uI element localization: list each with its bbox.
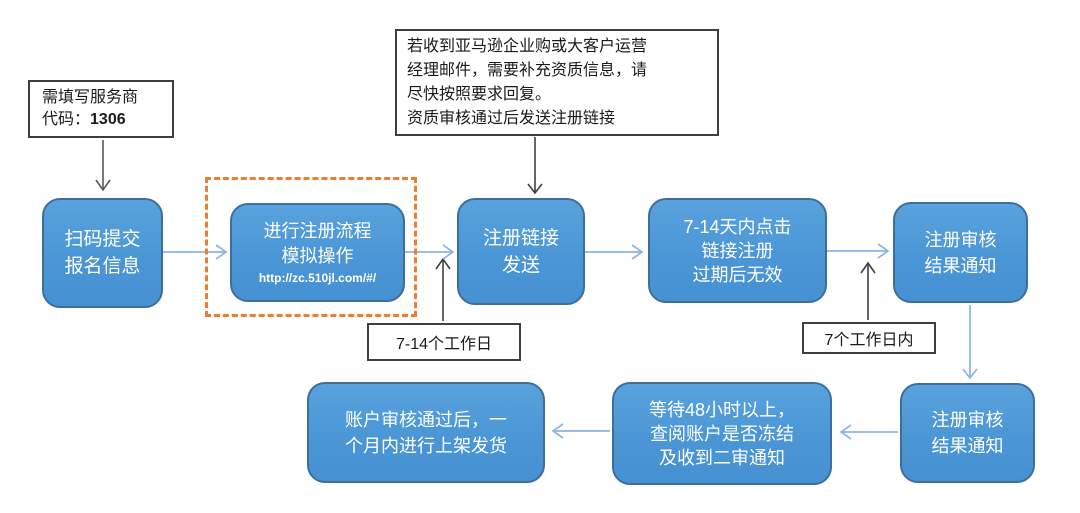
provider-code-note-line1: 需填写服务商 bbox=[42, 89, 139, 106]
flow-step-simulate-process: 进行注册流程 模拟操作 http://zc.510jl.com/#/ bbox=[230, 203, 405, 302]
connector-linksent-to-clicklink-icon bbox=[585, 244, 644, 260]
step-line: 扫码提交 bbox=[64, 229, 141, 250]
connector-review2-to-wait48-icon bbox=[839, 424, 898, 440]
connector-wait48-to-launch-icon bbox=[551, 423, 610, 439]
flow-step-link-sent: 注册链接 发送 bbox=[457, 198, 585, 305]
duration-label-text: 7个工作日内 bbox=[824, 332, 914, 349]
provider-code-prefix: 代码： bbox=[42, 111, 91, 128]
flow-step-review-notice-2: 注册审核 结果通知 bbox=[900, 383, 1035, 483]
arrow-up-from-label-7-icon bbox=[860, 261, 876, 320]
qualification-note-line2: 经理邮件，需要补充资质信息，请 bbox=[407, 61, 648, 79]
duration-label-text: 7-14个工作日 bbox=[395, 336, 493, 353]
flow-step-scan-submit: 扫码提交 报名信息 bbox=[42, 198, 163, 308]
flow-step-review-notice-1: 注册审核 结果通知 bbox=[893, 202, 1028, 303]
step-line: 等待48小时以上， bbox=[648, 399, 796, 420]
flow-step-wait-48h: 等待48小时以上， 查阅账户是否冻结 及收到二审通知 bbox=[612, 382, 832, 485]
step-line: 结果通知 bbox=[931, 436, 1004, 456]
step-line: 及收到二审通知 bbox=[659, 447, 785, 468]
provider-code-note: 需填写服务商 代码：1306 bbox=[28, 80, 174, 138]
step-line: 注册审核 bbox=[924, 229, 997, 250]
step-line: 注册链接 bbox=[482, 227, 559, 249]
step-line: 报名信息 bbox=[64, 256, 141, 277]
duration-label-7-workdays: 7个工作日内 bbox=[802, 322, 936, 354]
qualification-note: 若收到亚马逊企业购或大客户运营 经理邮件，需要补充资质信息，请 尽快按照要求回复… bbox=[395, 29, 719, 136]
step-line: 发送 bbox=[501, 254, 540, 276]
step-line: 查阅账户是否冻结 bbox=[650, 423, 794, 444]
qualification-note-line1: 若收到亚马逊企业购或大客户运营 bbox=[407, 37, 648, 55]
flow-step-click-link: 7-14天内点击 链接注册 过期后无效 bbox=[648, 198, 827, 303]
step-line: 账户审核通过后，一 bbox=[345, 409, 507, 430]
arrow-down-from-provider-note-icon bbox=[95, 140, 111, 192]
provider-code-value: 1306 bbox=[90, 111, 126, 128]
qualification-note-line4: 资质审核通过后发送注册链接 bbox=[407, 109, 616, 127]
provider-code-note-line2: 代码：1306 bbox=[42, 109, 172, 131]
arrow-up-from-label-714-icon bbox=[435, 257, 451, 321]
simulate-url-text: http://zc.510jl.com/#/ bbox=[258, 271, 377, 285]
step-line: 7-14天内点击 bbox=[683, 216, 792, 237]
step-line: 注册审核 bbox=[931, 410, 1004, 430]
dashed-highlight-frame bbox=[205, 177, 417, 317]
step-line: 过期后无效 bbox=[692, 264, 783, 285]
qualification-note-line3: 尽快按照要求回复。 bbox=[407, 85, 552, 103]
duration-label-7-14-workdays: 7-14个工作日 bbox=[367, 323, 521, 361]
step-line: 进行注册流程 bbox=[263, 221, 372, 241]
connector-review1-to-review2-icon bbox=[962, 305, 978, 380]
connector-clicklink-to-review1-icon bbox=[827, 243, 890, 259]
flow-step-launch-ship: 账户审核通过后，一 个月内进行上架发货 bbox=[307, 382, 545, 483]
step-line: 结果通知 bbox=[924, 255, 997, 276]
step-line: 个月内进行上架发货 bbox=[345, 435, 507, 456]
arrow-down-from-qualification-note-icon bbox=[527, 137, 543, 195]
step-line: 链接注册 bbox=[701, 240, 774, 261]
step-line: 模拟操作 bbox=[281, 246, 354, 266]
